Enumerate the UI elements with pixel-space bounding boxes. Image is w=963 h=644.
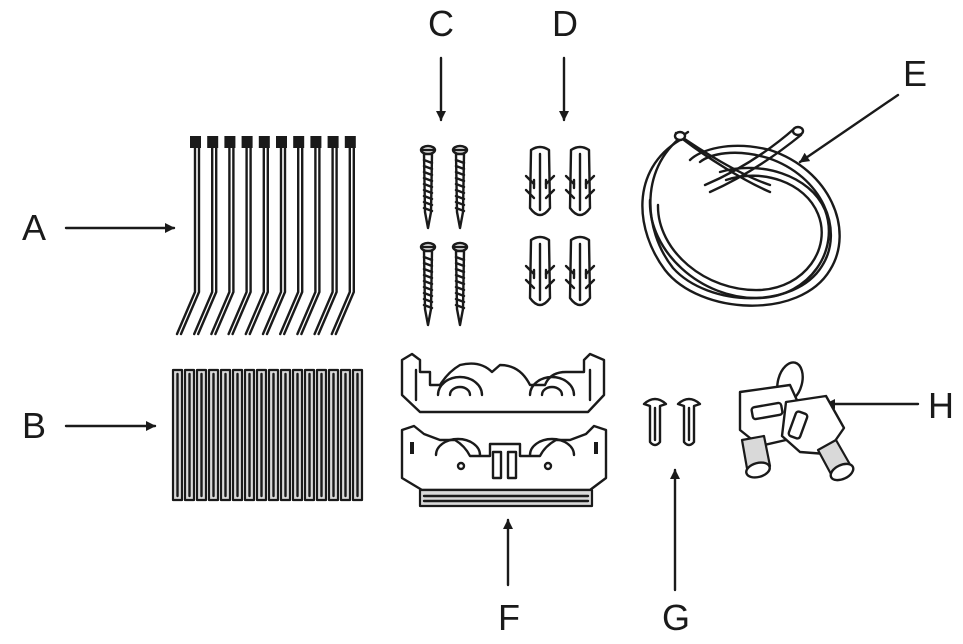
cable-sleeves-icon	[171, 368, 364, 502]
wood-screw	[451, 241, 469, 327]
cable-sleeve	[279, 368, 292, 502]
cable-tie	[330, 136, 356, 336]
cable-tie	[279, 136, 305, 336]
wall-plug	[524, 145, 556, 217]
cable-tie	[313, 136, 339, 336]
cable-sleeve	[291, 368, 304, 502]
cable-tie	[175, 136, 201, 336]
cable-sleeve	[219, 368, 232, 502]
label-c: C	[428, 3, 454, 44]
wood-screw	[419, 144, 437, 230]
label-f: F	[498, 597, 520, 638]
cable-tie	[296, 136, 322, 336]
cable-sleeve	[171, 368, 184, 502]
cable-sleeve	[315, 368, 328, 502]
cable-tie	[244, 136, 270, 336]
wood-screws-icon	[419, 144, 469, 327]
cable-sleeve	[183, 368, 196, 502]
cable-sleeve	[255, 368, 268, 502]
cable-tie	[210, 136, 236, 336]
cable-sleeve	[243, 368, 256, 502]
cable-sleeve	[231, 368, 244, 502]
keys-icon	[738, 361, 855, 482]
cable-sleeve	[303, 368, 316, 502]
cable-sleeve	[207, 368, 220, 502]
wall-plug	[524, 235, 556, 307]
wood-screw	[419, 241, 437, 327]
label-b: B	[22, 405, 46, 446]
label-d: D	[552, 3, 578, 44]
cable-clamp-bracket-icon	[400, 352, 608, 508]
label-g: G	[662, 597, 690, 638]
steel-cable-icon	[641, 125, 841, 307]
wall-plug	[564, 235, 596, 307]
cable-sleeve	[327, 368, 340, 502]
cable-tie	[261, 136, 287, 336]
label-h: H	[928, 385, 954, 426]
arrow-e	[798, 93, 900, 164]
label-e: E	[903, 53, 927, 94]
label-a: A	[22, 207, 46, 248]
wall-plugs-icon	[524, 145, 596, 307]
cable-sleeve	[195, 368, 208, 502]
cable-tie	[193, 136, 219, 336]
cable-sleeve	[351, 368, 364, 502]
wall-plug	[564, 145, 596, 217]
cable-sleeve	[267, 368, 280, 502]
cable-sleeve	[339, 368, 352, 502]
small-screws-icon	[642, 397, 702, 447]
cable-ties-icon	[175, 136, 356, 336]
wood-screw	[451, 144, 469, 230]
cable-tie	[227, 136, 253, 336]
